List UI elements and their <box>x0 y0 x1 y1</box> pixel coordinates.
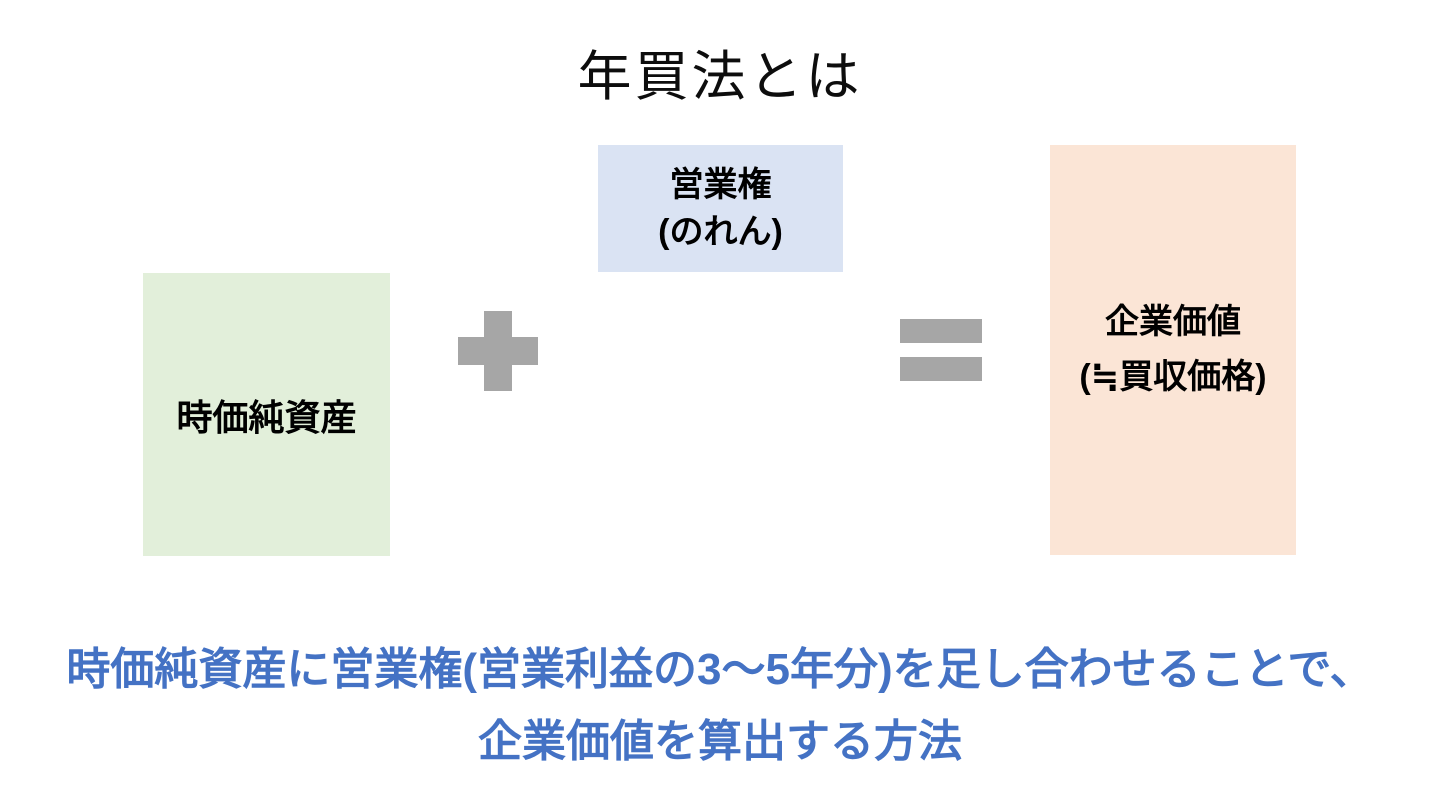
box-enterprise-value: 企業価値 (≒買収価格) <box>1050 145 1296 555</box>
equals-icon <box>900 319 982 381</box>
box-enterprise-value-label-line1: 企業価値 <box>1105 302 1241 341</box>
plus-icon-vertical-arm <box>484 311 512 391</box>
box-net-assets-label: 時価純資産 <box>176 396 357 438</box>
caption-line2: 企業価値を算出する方法 <box>478 717 962 766</box>
box-enterprise-value-label-line2: (≒買収価格) <box>1079 358 1267 396</box>
plus-icon <box>458 311 538 391</box>
equals-icon-top-bar <box>900 319 982 343</box>
box-goodwill: 営業権 (のれん) <box>598 145 843 272</box>
caption: 時価純資産に営業権(営業利益の3〜5年分)を足し合わせることで、 企業価値を算出… <box>0 634 1440 778</box>
page-title: 年買法とは <box>577 47 863 107</box>
caption-line1: 時価純資産に営業権(営業利益の3〜5年分)を足し合わせることで、 <box>66 645 1374 694</box>
box-net-assets: 時価純資産 <box>143 273 390 556</box>
box-goodwill-label-line2: (のれん) <box>658 212 783 251</box>
equals-icon-bottom-bar <box>900 357 982 381</box>
box-goodwill-label-line1: 営業権 <box>669 165 772 204</box>
